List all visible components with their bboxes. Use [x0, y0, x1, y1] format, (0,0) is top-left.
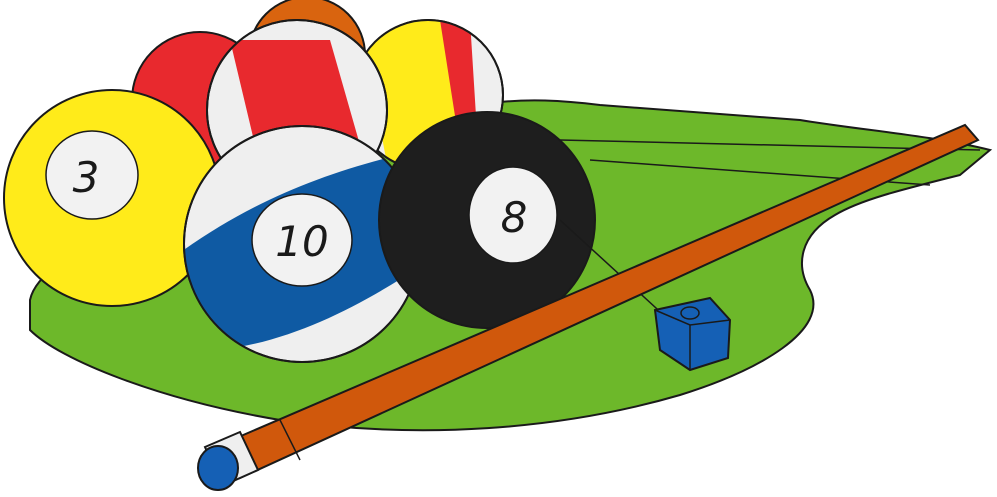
ball-10: 10 — [183, 125, 421, 363]
ball-10-number: 10 — [275, 217, 328, 266]
chalk-cube — [653, 296, 732, 372]
cue-tip — [197, 445, 239, 491]
ball-3: 3 — [3, 89, 221, 307]
ball-3-number: 3 — [73, 153, 100, 202]
ball-8: 8 — [378, 111, 596, 329]
cue-stick — [197, 123, 980, 491]
ball-8-number: 8 — [501, 193, 528, 242]
